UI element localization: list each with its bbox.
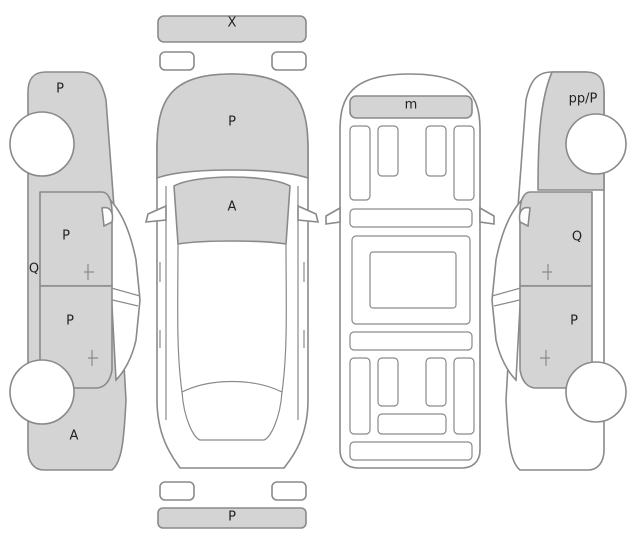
- rear-right-light: [271, 481, 307, 501]
- hood-label: P: [228, 115, 236, 130]
- rear-bumper-label: P: [228, 510, 236, 525]
- windshield-label: A: [228, 200, 237, 215]
- top-view-car: X P A P: [144, 15, 320, 529]
- left-quarter-label: A: [70, 429, 79, 444]
- left-front-door-label: P: [62, 229, 70, 244]
- hood-panel[interactable]: [156, 73, 309, 179]
- interior-bar-3: [349, 441, 473, 461]
- interior-bar-1: [349, 208, 473, 228]
- front-left-light: [159, 51, 195, 71]
- right-rear-handle: [540, 350, 550, 366]
- left-front-wheel: [9, 111, 75, 177]
- right-front-fender-label: pp/P: [569, 92, 598, 107]
- left-front-handle: [84, 264, 94, 280]
- interior-bar-2: [349, 331, 473, 351]
- seat-rear-left: [377, 357, 399, 407]
- left-side-label: Q: [29, 262, 39, 277]
- left-rear-wheel: [9, 359, 75, 425]
- right-front-handle: [542, 264, 552, 280]
- right-window-area: [491, 194, 527, 382]
- left-rear-handle: [88, 350, 98, 366]
- right-rear-door-label: P: [570, 314, 578, 329]
- top-rear-window: [181, 391, 283, 441]
- right-front-wheel: [565, 113, 627, 175]
- interior-view: m: [325, 73, 495, 469]
- seat-rear-right: [425, 357, 447, 407]
- left-front-door-panel[interactable]: [39, 191, 113, 287]
- left-rear-door-label: P: [66, 314, 74, 329]
- left-fender-label: P: [56, 82, 64, 97]
- right-side-view: pp/P Q P: [491, 71, 627, 471]
- roof-label: m: [405, 98, 418, 113]
- interior-right-mirror: [479, 206, 495, 225]
- windshield-panel[interactable]: [173, 176, 291, 245]
- rear-bumper-panel[interactable]: [157, 507, 307, 529]
- right-mirror-side: [518, 206, 531, 228]
- roof-panel[interactable]: [349, 95, 473, 119]
- left-mirror: [144, 204, 167, 223]
- seat-front-left: [377, 125, 399, 177]
- seat-front-right-outer: [453, 125, 475, 201]
- interior-outline: [339, 73, 481, 469]
- right-rear-door-panel[interactable]: [519, 285, 593, 389]
- seat-rear-left-outer: [349, 357, 371, 435]
- seat-front-left-outer: [349, 125, 371, 201]
- left-rear-door-panel[interactable]: [39, 285, 113, 389]
- left-window-area: [105, 194, 141, 382]
- interior-left-mirror: [325, 206, 341, 225]
- seat-rear-right-outer: [453, 357, 475, 435]
- top-cabin: [177, 243, 287, 393]
- seat-front-right: [425, 125, 447, 177]
- front-right-light: [271, 51, 307, 71]
- right-front-door-panel[interactable]: [519, 191, 593, 287]
- front-bumper-panel[interactable]: [157, 15, 307, 43]
- rear-bench: [377, 413, 447, 435]
- center-console-outer: [351, 235, 471, 325]
- front-bumper-label: X: [228, 16, 237, 31]
- rear-left-light: [159, 481, 195, 501]
- center-console-inner: [369, 251, 457, 309]
- left-side-view: P P P Q A: [9, 71, 141, 471]
- right-rear-wheel: [565, 361, 627, 423]
- right-front-door-label: Q: [572, 230, 582, 245]
- left-mirror-side: [101, 206, 114, 228]
